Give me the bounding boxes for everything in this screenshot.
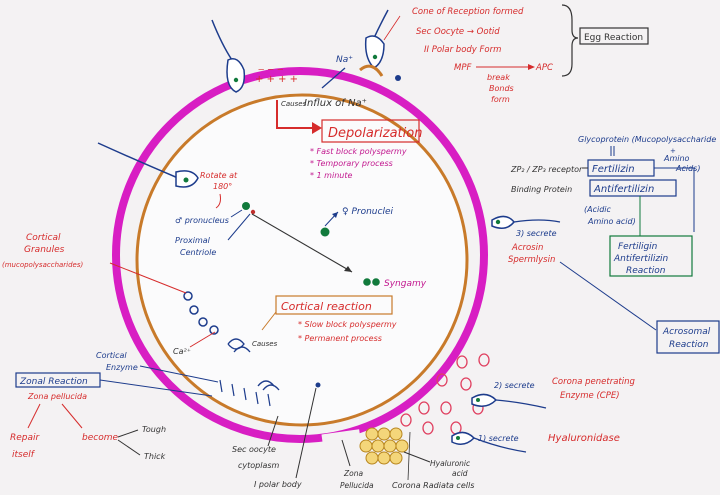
repair-label-2: itself: [12, 450, 36, 460]
secrete3-label: 3) secrete: [516, 229, 557, 238]
hyaluronic-label-1: Hyaluronic: [430, 459, 471, 468]
causes-label: Causes: [281, 100, 307, 108]
rotate-label-1: Rotate at: [200, 171, 238, 180]
mpf-sub-1: break: [487, 73, 510, 82]
become-label: become: [82, 433, 118, 443]
zona-pellucida-label: Zona pellucida: [27, 392, 87, 401]
egg-reaction-item-1: Cone of Reception formed: [412, 7, 524, 17]
zona-pellucida-ring: [112, 67, 488, 443]
amino-acid-plus: +: [670, 147, 676, 155]
zona-label-2: Pellucida: [340, 481, 374, 490]
corona-radiata-cells: [400, 353, 490, 435]
centriole-label: Centriole: [180, 248, 216, 257]
female-pronucleus-dot: [320, 227, 330, 237]
mpf-label: MPF: [454, 63, 471, 73]
acrosomal-label-1: Acrosomal: [662, 327, 711, 337]
egg-plasma-membrane: [135, 93, 469, 427]
syngamy-dot-1: [363, 278, 371, 286]
mpf-sub-3: form: [491, 95, 510, 104]
fert-anti-1: Fertiligin: [618, 242, 658, 252]
tough-label: Tough: [142, 425, 166, 434]
svg-text:+ + + +: + + + +: [255, 74, 298, 85]
acrosomal-label-2: Reaction: [669, 340, 709, 350]
acrosin-label-1: Acrosin: [511, 243, 543, 253]
corona-enzyme-2: Enzyme (CPE): [560, 391, 620, 401]
sec-oocyte-label: Sec oocyte: [232, 445, 276, 454]
repair-label-1: Repair: [10, 433, 41, 443]
causes2-label: Causes: [252, 340, 278, 348]
svg-text:‒ ‒ ‒: ‒ ‒ ‒: [258, 64, 283, 75]
egg-reaction-item-3: II Polar body Form: [424, 45, 501, 55]
acidic-label-2: Amino acid): [587, 217, 636, 226]
syngamy-dot-2: [372, 278, 380, 286]
zp-receptor-label: ZP₂ / ZP₃ receptor: [510, 165, 583, 174]
mpf-sub-2: Bonds: [489, 84, 514, 93]
depol-point-3: * 1 minute: [310, 171, 352, 180]
cortical-point-1: * Slow block polyspermy: [298, 320, 397, 329]
glycoprotein-label: Glycoprotein (Mucopolysaccharide: [578, 135, 716, 144]
binding-protein-label: Binding Protein: [511, 185, 572, 194]
cortical-enzyme-label-1: Cortical: [96, 351, 127, 360]
depolarization-title: Depolarization: [328, 126, 422, 141]
rotate-label-2: 180°: [213, 182, 232, 191]
fertilizin-label: Fertilizin: [592, 164, 635, 175]
polar-body-label: I polar body: [254, 480, 302, 489]
zonal-reaction-title: Zonal Reaction: [19, 377, 88, 387]
sperm-entering-left: [97, 142, 199, 188]
cortical-enzyme-label-2: Enzyme: [106, 363, 138, 372]
arrow-to-syngamy: [251, 213, 353, 273]
amino-acid-1: Amino: [663, 154, 690, 163]
sperm-right-acrosome: [491, 215, 561, 229]
sperm-hyaluronidase: [451, 431, 527, 453]
male-pronucleus-label: ♂ pronucleus: [175, 216, 229, 225]
egg-reaction-brace: [561, 4, 579, 77]
egg-reaction-title: Egg Reaction: [584, 33, 643, 43]
zona-label-1: Zona: [343, 469, 363, 478]
sperm-entering-top-right: [364, 9, 401, 81]
cortical-point-2: * Permanent process: [298, 334, 382, 343]
cortical-granules-sub: (mucopolysaccharides): [2, 261, 84, 269]
apc-label: APC: [535, 63, 553, 73]
sperm-corona: [471, 393, 547, 409]
na-plus-label: Na⁺: [336, 55, 353, 65]
pronuclei-label: ♀ Pronuclei: [342, 207, 393, 217]
male-pronucleus-dot: [242, 202, 250, 210]
depolarization-arrow: [276, 100, 312, 129]
cortical-granules: [183, 291, 219, 335]
syngamy-label: Syngamy: [384, 279, 427, 289]
depol-point-2: * Temporary process: [310, 159, 393, 168]
cytoplasm-label: cytoplasm: [238, 461, 280, 470]
thick-label: Thick: [144, 452, 166, 461]
cortical-granules-label-1: Cortical: [26, 233, 61, 243]
egg-reaction-item-2: Sec Oocyte → Ootid: [416, 27, 500, 37]
sperm-entering-top-left: [211, 19, 246, 93]
ca-label: Ca²⁺: [173, 347, 191, 356]
cortical-granules-label-2: Granules: [24, 245, 65, 255]
enzyme-release-arrows: [219, 379, 271, 407]
influx-label: Influx of Na⁺: [304, 98, 367, 109]
corona-enzyme-1: Corona penetrating: [552, 377, 635, 387]
secrete2-label: 2) secrete: [494, 381, 535, 390]
corona-label: Corona Radiata cells: [392, 481, 474, 490]
secrete1-label: 1) secrete: [478, 434, 519, 443]
hyaluronic-acid-mesh: [359, 427, 409, 465]
proximal-label: Proximal: [175, 236, 211, 245]
acrosin-label-2: Spermlysin: [508, 255, 555, 265]
fert-anti-2: Antifertilizin: [613, 254, 669, 264]
fert-anti-3: Reaction: [626, 266, 666, 276]
depol-point-1: * Fast block polyspermy: [310, 147, 407, 156]
antifertilizin-label: Antifertilizin: [593, 184, 654, 195]
cortical-reaction-title: Cortical reaction: [281, 300, 372, 313]
hyaluronidase-label: Hyaluronidase: [548, 433, 620, 444]
hyaluronic-label-2: acid: [452, 469, 468, 478]
acidic-label-1: (Acidic: [584, 205, 612, 214]
